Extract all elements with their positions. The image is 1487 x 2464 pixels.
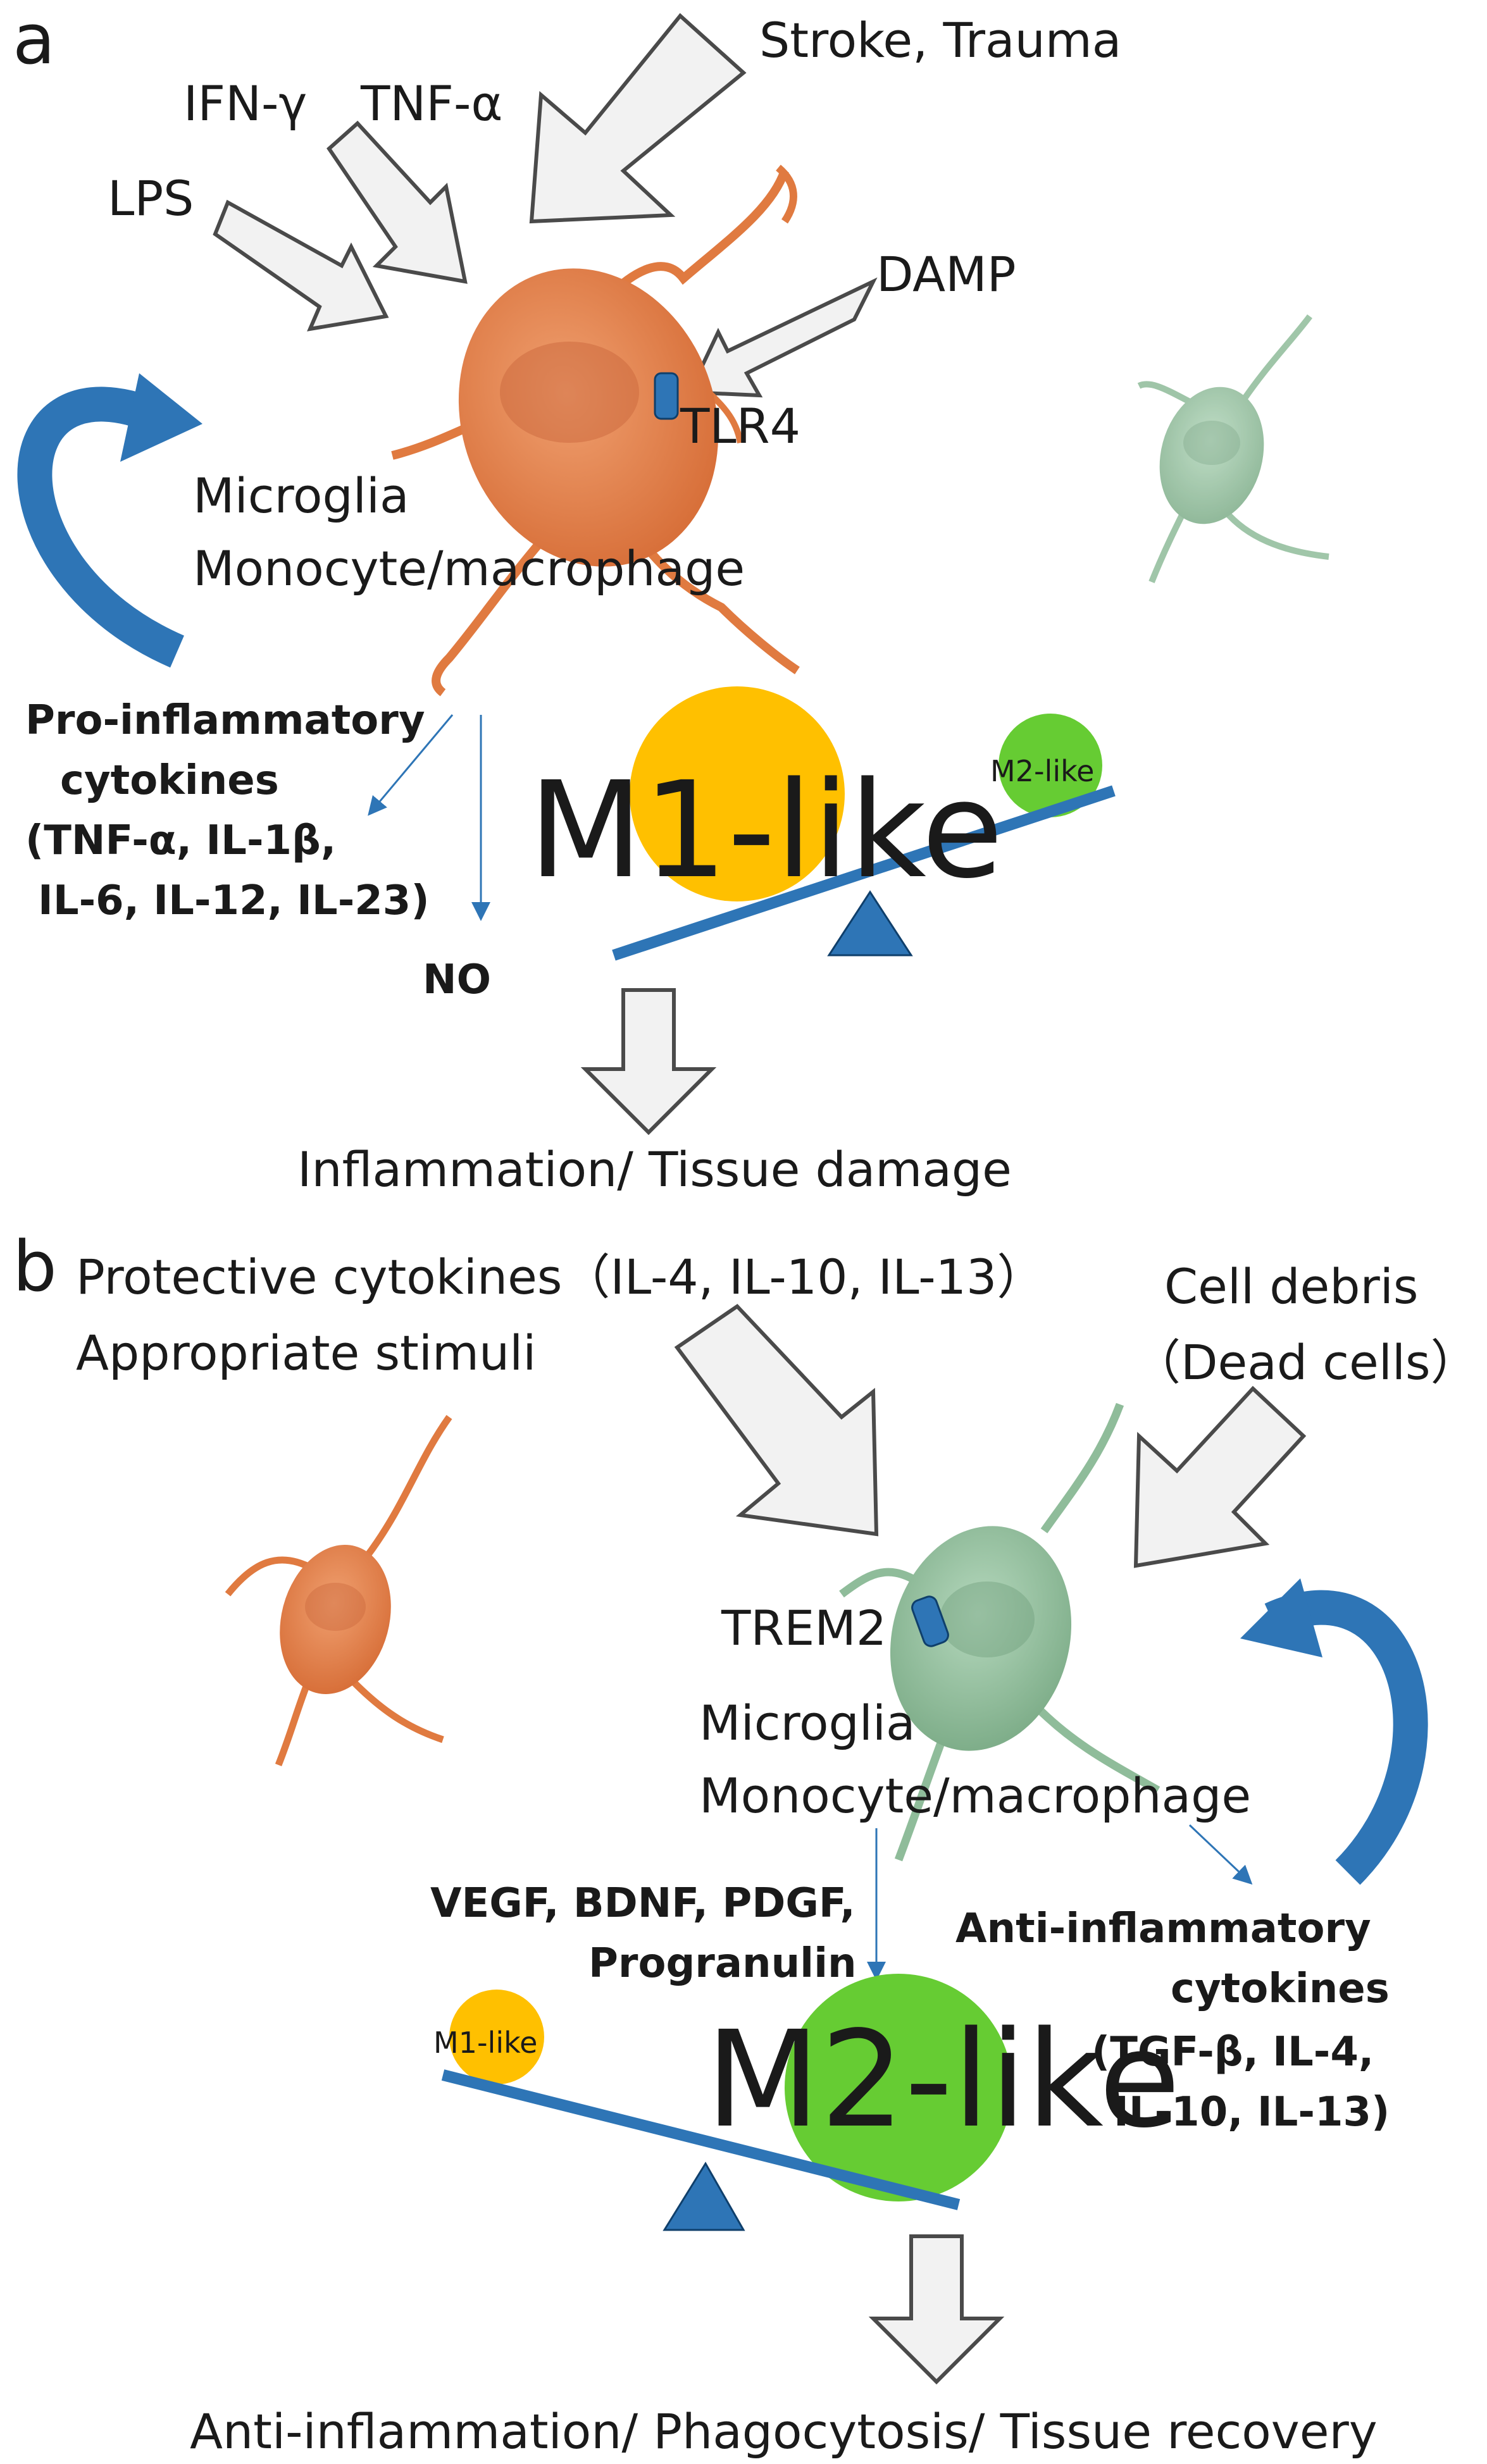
protective-cytokines-arrow	[674, 1304, 879, 1537]
m1-microglia-cell	[391, 164, 800, 696]
feedback-arrowhead-b	[1240, 1578, 1322, 1657]
balance-fulcrum-a	[827, 890, 913, 957]
anti-inflammatory-line1: Anti-inflammatory	[955, 1905, 1371, 1952]
tlr4-receptor-icon	[654, 372, 679, 420]
anti-inflammatory-line2: cytokines	[1171, 1966, 1390, 2012]
monocyte-macrophage-label-a: Monocyte/macrophage	[193, 540, 745, 597]
appropriate-stimuli-label: Appropriate stimuli	[76, 1325, 536, 1381]
stroke-trauma-arrow	[529, 13, 747, 224]
balance-beam-a	[612, 785, 1116, 961]
ifn-gamma-label: IFN-γ	[184, 75, 307, 132]
outcome-down-arrow-a	[580, 988, 717, 1136]
m1-like-small-label: M1-like	[433, 2026, 537, 2060]
anti-inflammatory-thin-arrow	[1188, 1824, 1253, 1885]
lps-arrow	[213, 199, 389, 331]
microglia-label-a: Microglia	[193, 467, 409, 524]
pro-inflammatory-feedback-arrow	[17, 387, 184, 668]
growth-factors-line2: Progranulin	[588, 1940, 857, 1987]
anti-inflammatory-line4: IL-10, IL-13)	[1114, 2089, 1390, 2136]
anti-inflammatory-feedback-arrow	[1264, 1590, 1428, 1885]
cell-debris-label: Cell debris	[1164, 1258, 1418, 1315]
m2-microglia-cell	[839, 1402, 1160, 1862]
outcome-label-b: Anti-inflammation/ Phagocytosis/ Tissue …	[190, 2403, 1378, 2460]
lps-label: LPS	[108, 170, 194, 226]
m1-microglia-cell-faded	[225, 1415, 452, 1767]
ifn-tnf-arrow	[327, 120, 468, 284]
monocyte-macrophage-label-b: Monocyte/macrophage	[699, 1768, 1251, 1824]
m1-like-big-label: M1-like	[528, 753, 1004, 908]
m2-circle-large	[785, 1974, 1012, 2201]
outcome-down-arrow-b	[868, 2234, 1005, 2385]
pro-inflammatory-line3: (TNF-α, IL-1β,	[25, 817, 336, 864]
tlr4-label: TLR4	[680, 398, 800, 454]
anti-inflammatory-line3: (TGF-β, IL-4,	[1092, 2029, 1374, 2076]
trem2-label: TREM2	[721, 1600, 887, 1656]
damp-label: DAMP	[876, 246, 1016, 302]
microglia-label-b: Microglia	[699, 1695, 916, 1751]
cytokine-thin-arrow	[368, 714, 454, 816]
cell-debris-arrow	[1133, 1385, 1307, 1568]
growth-factors-line1: VEGF, BDNF, PDGF,	[430, 1880, 855, 1927]
pro-inflammatory-line1: Pro-inflammatory	[25, 697, 425, 744]
balance-fulcrum-b	[663, 2162, 745, 2231]
panel-a-letter: a	[13, 0, 55, 80]
m2-like-big-label: M2-like	[706, 2002, 1181, 2157]
m1-circle-large	[630, 686, 845, 901]
outcome-label-a: Inflammation/ Tissue damage	[297, 1141, 1012, 1198]
dead-cells-label: （Dead cells）	[1133, 1334, 1479, 1390]
m2-circle-small	[999, 714, 1102, 817]
pro-inflammatory-line2: cytokines	[60, 757, 279, 804]
panel-b-letter: b	[13, 1226, 57, 1307]
stroke-trauma-label: Stroke, Trauma	[759, 12, 1121, 68]
pro-inflammatory-line4: IL-6, IL-12, IL-23)	[38, 877, 430, 924]
trem2-receptor-icon	[911, 1595, 949, 1647]
m2-like-small-label: M2-like	[990, 754, 1094, 788]
balance-beam-b	[441, 2069, 961, 2210]
no-label: NO	[423, 957, 491, 1003]
m2-microglia-cell-faded	[1137, 314, 1329, 583]
damp-arrow	[687, 277, 878, 398]
m1-circle-small	[449, 1990, 544, 2084]
protective-cytokines-label: Protective cytokines（IL-4, IL-10, IL-13）	[76, 1249, 1045, 1305]
feedback-arrowhead-a	[120, 373, 202, 462]
tnf-alpha-label: TNF-α	[360, 75, 503, 132]
